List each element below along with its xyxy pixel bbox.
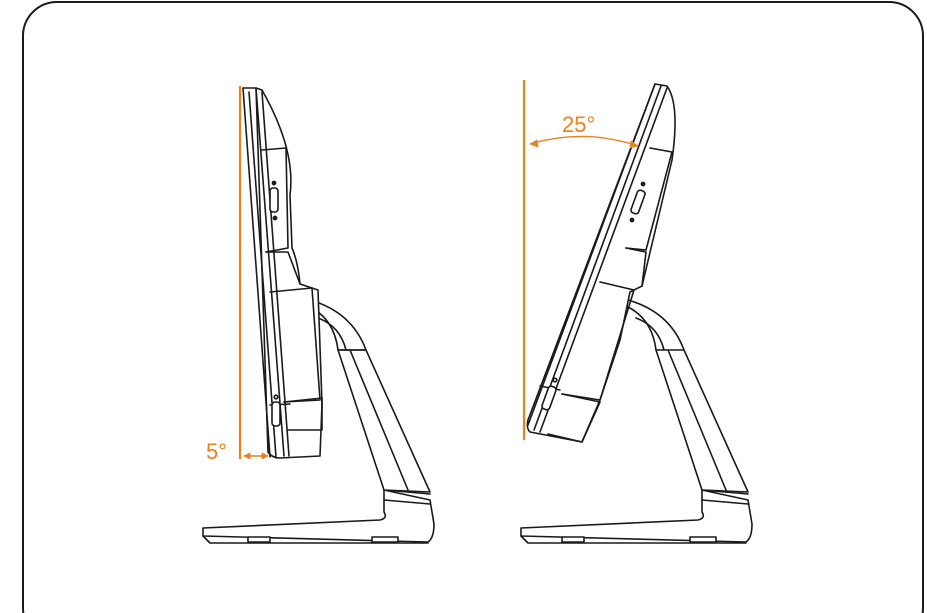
diagram-frame <box>22 1 924 613</box>
stand-base <box>520 489 753 544</box>
upper-indicator-dot <box>640 181 646 187</box>
tilt-label-5deg: 5° <box>206 439 227 464</box>
monitor-body <box>242 87 323 459</box>
lower-indicator-dot <box>629 217 635 223</box>
upper-indicator-dot <box>271 180 277 186</box>
tilt-label-25deg: 25° <box>562 112 595 137</box>
stand-arm <box>625 299 749 493</box>
angle-arc <box>529 135 639 147</box>
upper-button <box>269 187 279 213</box>
power-button <box>541 385 557 411</box>
stand-base <box>202 489 435 544</box>
power-button <box>271 401 281 427</box>
stand-arm <box>307 299 431 493</box>
upper-button <box>630 189 646 215</box>
tilt-indicator-25deg <box>522 80 639 440</box>
monitor-body <box>526 83 676 443</box>
tilt-indicator-5deg <box>238 86 269 460</box>
monitor-5deg <box>202 87 435 544</box>
monitor-25deg <box>520 83 753 544</box>
lower-indicator-dot <box>272 215 278 221</box>
